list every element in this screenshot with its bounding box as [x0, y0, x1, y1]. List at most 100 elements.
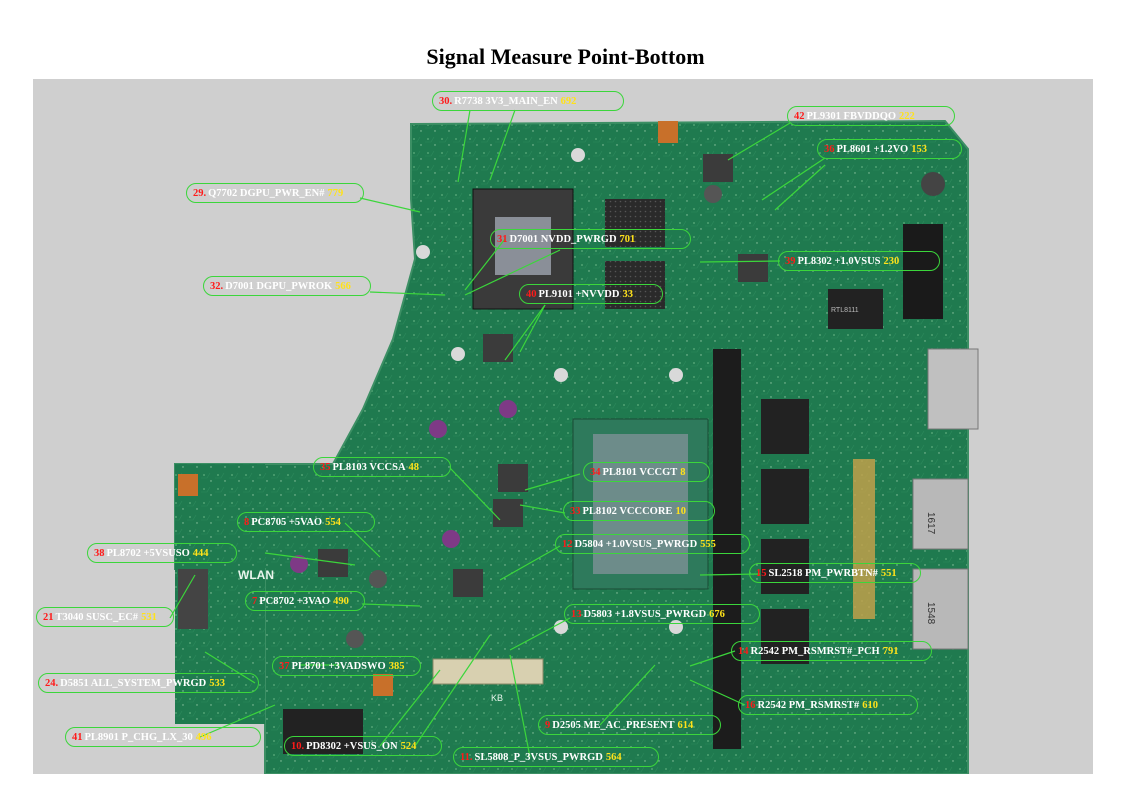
- callout-value: 701: [619, 233, 636, 245]
- callout-number: 30.: [439, 95, 453, 107]
- callout-value: 531: [141, 611, 157, 623]
- inductor-6: [703, 154, 733, 182]
- callout-value: 555: [700, 538, 716, 550]
- callout-value: 444: [192, 547, 209, 559]
- callout-value: 551: [880, 567, 897, 579]
- vram-chip-1: [605, 199, 665, 247]
- callout-signal: PL8601 +1.2VO: [836, 143, 909, 155]
- capacitor-6: [346, 630, 364, 648]
- callout-signal: D7001 DGPU_PWROK: [225, 280, 333, 292]
- callout-value: 524: [400, 740, 417, 752]
- mounting-hole-4: [554, 620, 568, 634]
- mounting-hole-7: [416, 245, 430, 259]
- callout-signal: D5804 +1.0VSUS_PWRGD: [574, 538, 698, 550]
- callout-signal: R2542 PM_RSMRST#: [757, 699, 860, 711]
- callout-signal: R2542 PM_RSMRST#_PCH: [750, 645, 880, 657]
- callout-number: 13: [571, 608, 582, 620]
- capacitor-4: [442, 530, 460, 548]
- callout-number: 29.: [193, 187, 207, 199]
- callout-number: 15: [756, 567, 767, 579]
- callout-value: 385: [388, 660, 405, 672]
- callout-signal: D5851 ALL_SYSTEM_PWRGD: [60, 677, 207, 689]
- callout-signal: PL8102 VCCCORE: [582, 505, 673, 517]
- callout-number: 39: [785, 255, 796, 267]
- callout-value: 779: [327, 187, 344, 199]
- capacitor-7: [704, 185, 722, 203]
- ram-connector-side: [853, 459, 875, 619]
- left-connector: [178, 569, 208, 629]
- callout-value: 222: [899, 110, 915, 122]
- audio-jack: [921, 172, 945, 196]
- mounting-hole-1: [451, 347, 465, 361]
- callout-signal: PC8702 +3VAO: [259, 595, 331, 607]
- ram-chip-1: [761, 399, 809, 454]
- callout-value: 490: [333, 595, 349, 607]
- callout-signal: PL8103 VCCSA: [332, 461, 406, 473]
- capacitor-5: [369, 570, 387, 588]
- callout-value: 554: [325, 516, 341, 528]
- orange-pad-1: [178, 474, 198, 496]
- callout-value: 614: [677, 719, 694, 731]
- callout-number: 11.: [460, 751, 473, 763]
- callout-value: 564: [605, 751, 622, 763]
- callout-value: 10: [675, 505, 686, 517]
- usb-1617-label: 1617: [925, 512, 936, 535]
- callout-value: 8: [680, 466, 686, 478]
- callout-signal: PC8705 +5VAO: [251, 516, 323, 528]
- callout-signal: PL8701 +3VADSWO: [291, 660, 386, 672]
- lan-chip: [828, 289, 883, 329]
- inductor-5: [318, 549, 348, 577]
- mounting-hole-3: [669, 368, 683, 382]
- inductor-1: [483, 334, 513, 362]
- ram-chip-4: [761, 609, 809, 664]
- callout-signal: D2505 ME_AC_PRESENT: [552, 719, 675, 731]
- callout-number: 24.: [45, 677, 59, 689]
- callout-number: 32.: [210, 280, 224, 292]
- battery-connector: [283, 709, 363, 754]
- callout-value: 692: [560, 95, 577, 107]
- callout-number: 10.: [291, 740, 305, 752]
- capacitor-3: [290, 555, 308, 573]
- kb-silkscreen: KB: [491, 693, 503, 703]
- orange-pad-2: [373, 674, 393, 696]
- inductor-4: [453, 569, 483, 597]
- callout-signal: PD8302 +VSUS_ON: [306, 740, 398, 752]
- page-title: Signal Measure Point-Bottom: [426, 44, 705, 69]
- callout-number: 35: [320, 461, 331, 473]
- callout-number: 12: [562, 538, 573, 550]
- callout-value: 230: [883, 255, 900, 267]
- usb-port-1: [912, 478, 969, 550]
- callout-value: 791: [882, 645, 899, 657]
- callout-number: 41: [72, 731, 83, 743]
- inductor-2: [498, 464, 528, 492]
- callout-value: 676: [709, 608, 725, 620]
- callout-signal: PL9101 +NVVDD: [538, 288, 620, 300]
- callout-number: 9: [545, 719, 551, 731]
- callout-signal: PL9301 FBVDDQO: [806, 110, 897, 122]
- callout-number: 31: [497, 233, 508, 245]
- callout-value: 496: [195, 731, 212, 743]
- lan-port: [903, 224, 943, 319]
- callout-number: 34: [590, 466, 601, 478]
- wlan-silkscreen: WLAN: [238, 568, 274, 582]
- callout-value: 33: [622, 288, 633, 300]
- callout-number: 37: [279, 660, 290, 672]
